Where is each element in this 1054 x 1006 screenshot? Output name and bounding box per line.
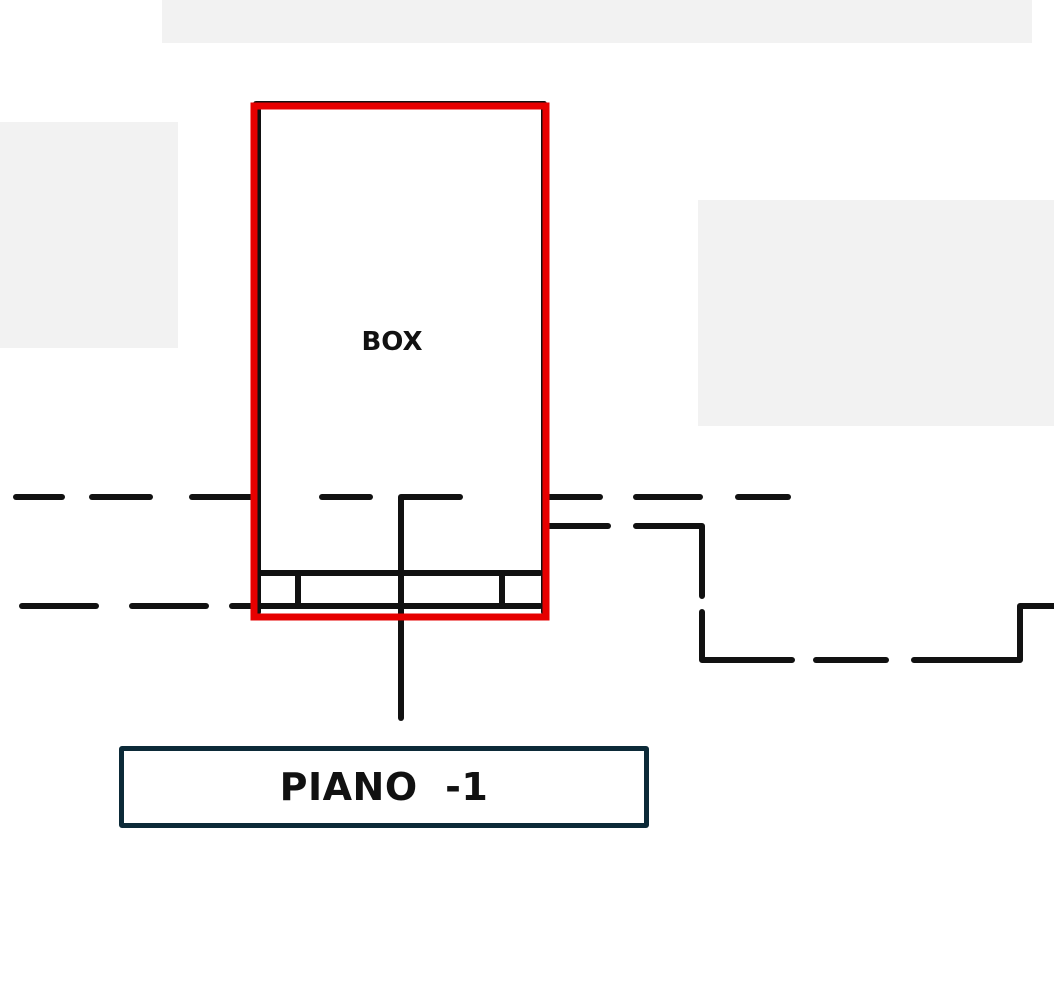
masked-area-top [162, 0, 1032, 43]
box-label: BOX [361, 327, 422, 357]
stepped-wall [545, 523, 1054, 663]
masked-area-right [698, 200, 1054, 426]
floor-label: PIANO -1 [279, 765, 489, 809]
box-highlight-outline [250, 102, 550, 621]
masked-area-left [0, 122, 178, 348]
floor-label-box: PIANO -1 [119, 746, 649, 828]
